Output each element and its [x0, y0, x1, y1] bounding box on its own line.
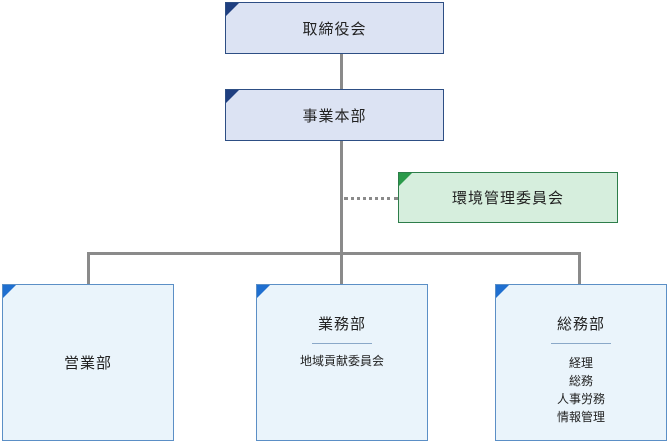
business-dept-item: 地域貢献委員会: [299, 354, 384, 368]
general-dept-node: 総務部 経理 総務 人事労務 情報管理: [495, 284, 667, 441]
business-dept-title: 業務部: [317, 315, 366, 333]
business-dept-node: 業務部 地域貢献委員会: [256, 284, 428, 441]
general-dept-item: 人事労務: [556, 392, 605, 406]
hq-label: 事業本部: [302, 106, 367, 125]
business-dept-divider: [312, 343, 372, 344]
env-committee-label: 環境管理委員会: [451, 189, 564, 207]
connector-to-business: [340, 252, 343, 284]
connector-to-general: [578, 252, 581, 284]
general-dept-divider: [551, 343, 611, 344]
connector-hq-trunk: [340, 140, 343, 254]
general-dept-item: 経理: [568, 356, 593, 370]
general-dept-item: 情報管理: [556, 410, 605, 424]
sales-dept-node: 営業部: [2, 284, 174, 441]
connector-committee-dotted: [344, 197, 398, 200]
board-label: 取締役会: [302, 19, 367, 38]
general-dept-title: 総務部: [556, 315, 605, 333]
sales-dept-title: 営業部: [63, 354, 112, 372]
connector-horizontal-bar: [87, 252, 581, 255]
board-node: 取締役会: [225, 2, 444, 54]
connector-to-sales: [87, 252, 90, 284]
env-committee-node: 環境管理委員会: [398, 172, 618, 223]
general-dept-item: 総務: [568, 374, 593, 388]
hq-node: 事業本部: [225, 89, 444, 141]
connector-board-hq: [340, 53, 343, 90]
